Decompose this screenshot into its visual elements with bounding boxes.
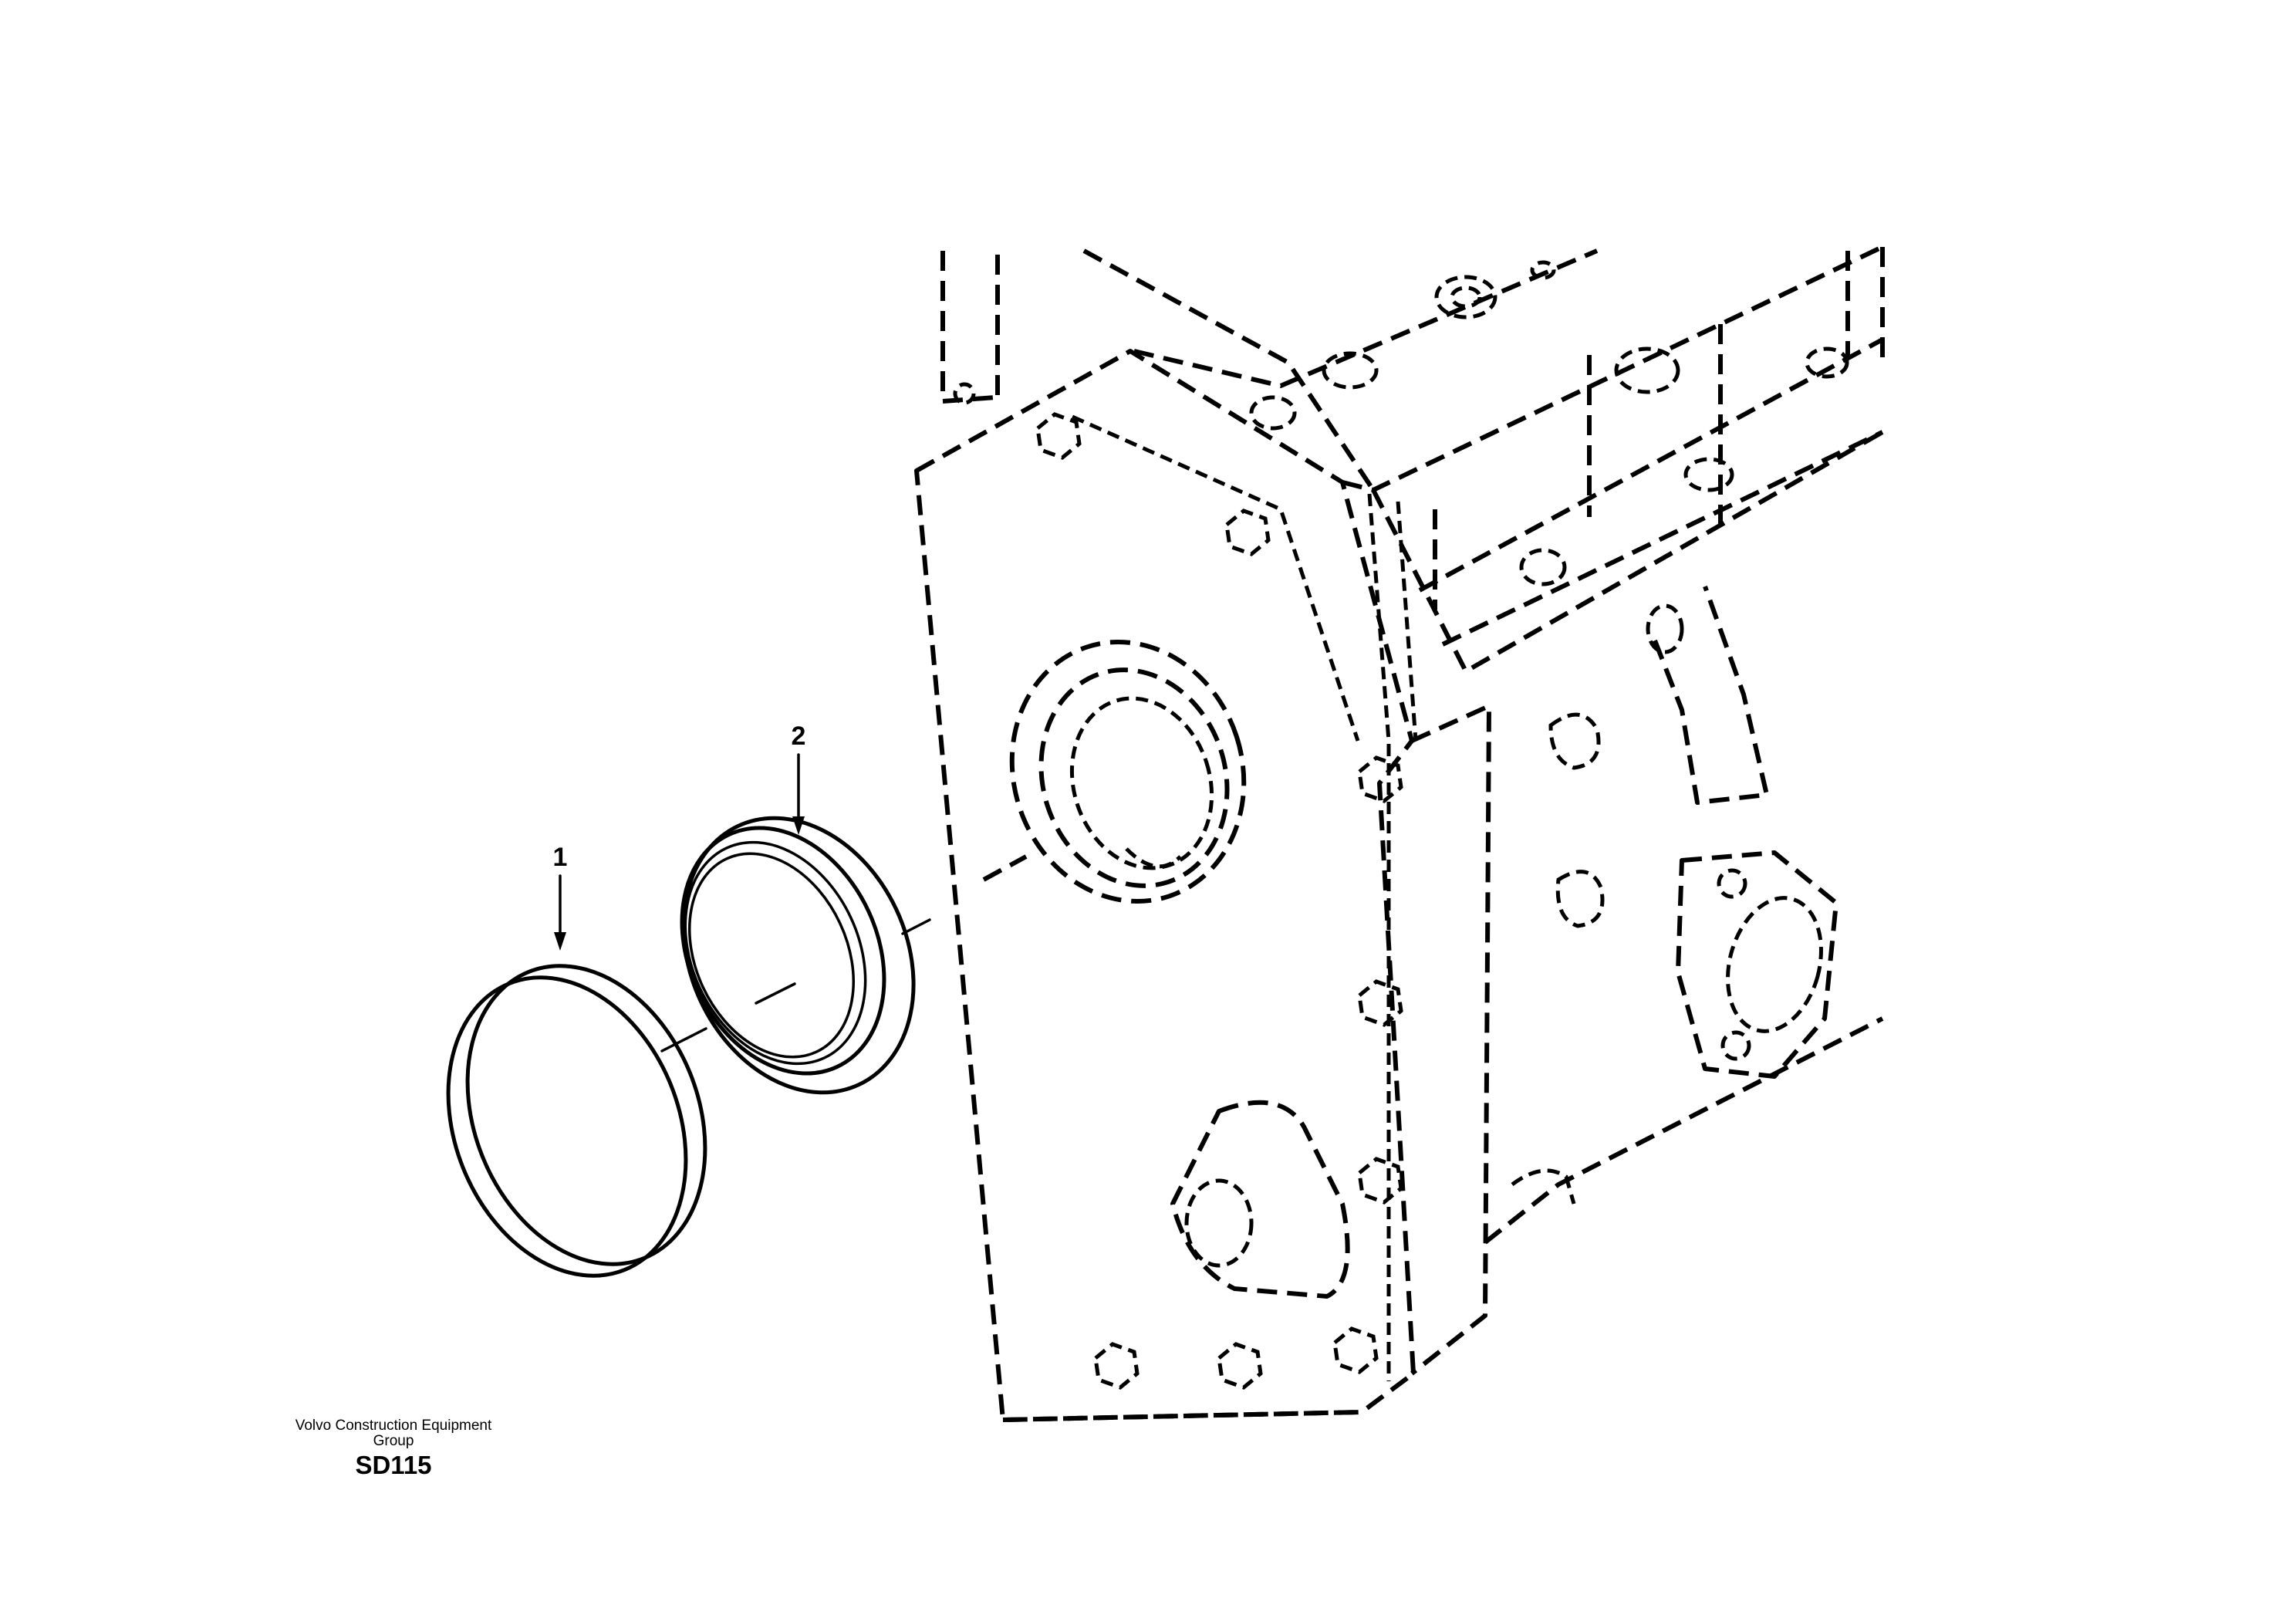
- axis-line-3: [901, 918, 931, 935]
- callout-1: 1: [553, 843, 568, 951]
- fitting-bottom: [1511, 1168, 1576, 1205]
- side-bracket: [1646, 585, 1838, 1079]
- fitting-lower: [1555, 870, 1605, 928]
- bolt-3: [1357, 755, 1403, 803]
- footer-code: SD115: [355, 1451, 432, 1479]
- callout-2-arrowhead: [792, 816, 805, 835]
- cover: [446, 964, 707, 1278]
- engine-housing: [914, 245, 1885, 1422]
- top-holes: [953, 260, 1849, 586]
- inspection-cover: [1170, 1100, 1350, 1299]
- footer-organization: Volvo Construction Equipment Group: [295, 1418, 492, 1449]
- housing-upper-rail: [1418, 337, 1884, 593]
- axis-line-2: [755, 982, 796, 1005]
- flange-port: [1726, 896, 1823, 1033]
- seal-ring-outer: [681, 816, 916, 1095]
- bolt-2: [1224, 509, 1271, 556]
- assembly-axis: [660, 854, 1028, 1053]
- bolt-6: [1332, 1326, 1379, 1374]
- bolt-1: [1035, 412, 1082, 460]
- crankshaft-bore: [1009, 639, 1247, 904]
- rail-hole-1: [1249, 395, 1297, 431]
- flange-bolt-hole-1: [1717, 868, 1747, 899]
- side-fittings: [1511, 712, 1605, 1205]
- upper-frame-left: [940, 251, 996, 404]
- housing-lower-rail: [1441, 430, 1884, 647]
- fitting-upper: [1548, 712, 1601, 770]
- housing-top-edge: [1342, 245, 1884, 492]
- timing-cover-side-face: [1410, 704, 1491, 1376]
- seal-ring-lip: [684, 840, 867, 1066]
- rail-hole-5: [1614, 346, 1680, 394]
- bore-middle-ring: [1038, 667, 1230, 888]
- rail-hole-2: [1683, 457, 1734, 492]
- axis-line-4: [982, 854, 1028, 882]
- inspection-cover-outline: [1170, 1100, 1350, 1299]
- housing-mid-edge: [1371, 430, 1884, 674]
- bore-outer-ring: [1009, 639, 1247, 904]
- top-boss-2: [1322, 351, 1379, 390]
- side-bracket-hole: [1646, 603, 1684, 654]
- seal-ring: [680, 816, 916, 1095]
- housing-lower-edge: [1484, 1016, 1884, 1245]
- callout-2: 2: [792, 721, 806, 835]
- seal-ring-back: [680, 826, 886, 1076]
- corner-bolt-top-left: [953, 382, 976, 405]
- inspection-cover-plug: [1184, 1178, 1254, 1268]
- bolt-8: [1093, 1342, 1140, 1390]
- flange-bolt-hole-2: [1720, 1030, 1751, 1061]
- bolt-strip-right: [1396, 501, 1418, 742]
- top-boss-1-inner: [1450, 286, 1482, 309]
- bolt-5: [1357, 1157, 1403, 1205]
- side-bracket-arm: [1653, 585, 1769, 805]
- rail-hole-3: [1805, 346, 1849, 379]
- callout-2-number: 2: [792, 721, 806, 751]
- cover-front-face: [446, 975, 688, 1278]
- axis-line-1: [660, 1027, 707, 1053]
- footer-caption: Volvo Construction Equipment Group SD115: [293, 1418, 494, 1479]
- front-face-inner-top: [1071, 414, 1360, 742]
- bore-keyway: [1125, 847, 1182, 869]
- flange-outline: [1676, 850, 1838, 1079]
- top-boss-1: [1434, 275, 1497, 319]
- top-boss-3: [1530, 260, 1556, 280]
- bolt-strip-left: [1367, 493, 1391, 1381]
- seal-ring-inner: [687, 852, 856, 1059]
- bolt-7: [1217, 1342, 1263, 1390]
- bolt-4: [1357, 979, 1403, 1027]
- timing-cover-front-face: [914, 349, 1416, 1422]
- rail-hole-4: [1519, 548, 1567, 586]
- cover-bolts: [1035, 412, 1403, 1390]
- callout-1-arrowhead: [554, 932, 566, 951]
- callout-1-number: 1: [553, 843, 568, 872]
- upper-frame-back: [1133, 248, 1599, 388]
- upper-frame-top: [1082, 248, 1376, 492]
